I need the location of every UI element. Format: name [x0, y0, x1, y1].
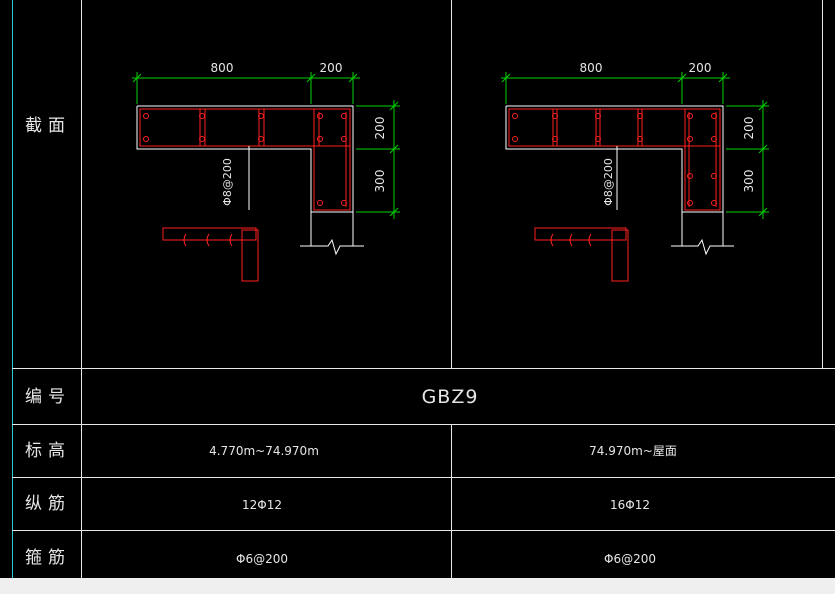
- right-rebar-15: [687, 200, 693, 206]
- right-rebar-9: [687, 113, 693, 119]
- right-rebar-8: [637, 136, 643, 142]
- row-label-longitudinal: 纵筋: [25, 494, 71, 514]
- value-cells: 4.770m~74.970m 74.970m~屋面 12Φ12 16Φ12 Φ6…: [209, 444, 677, 566]
- left-section-drawing: Φ8@200 800 200 200 300: [132, 61, 400, 282]
- right-rebar-16: [711, 200, 717, 206]
- left-rebar-10: [341, 136, 347, 142]
- left-rebar-5: [258, 113, 264, 119]
- left-rebar-8: [341, 113, 347, 119]
- drawing-background: [0, 0, 835, 578]
- right-rebar-11: [687, 136, 693, 142]
- right-rebar-12: [711, 136, 717, 142]
- right-dimension-lines: [501, 72, 769, 219]
- right-rebar-1: [512, 113, 518, 119]
- table-grid: [12, 0, 835, 578]
- left-dim-top-1: 800: [211, 61, 234, 75]
- row-labels: 截面 编号 标高 纵筋 箍筋: [25, 116, 71, 568]
- right-column-outline: [505, 105, 724, 212]
- left-rebar-7: [317, 113, 323, 119]
- right-rebar-6: [595, 136, 601, 142]
- right-rebar-2: [512, 136, 518, 142]
- left-hook-detail: [162, 227, 259, 282]
- left-column-outline: [136, 105, 354, 212]
- right-rebar-13: [687, 173, 693, 179]
- left-dimension-lines: [132, 72, 400, 219]
- left-rebar-9: [317, 136, 323, 142]
- right-rebar-4: [552, 136, 558, 142]
- right-dim-top-1: 800: [580, 61, 603, 75]
- left-break-line: [300, 211, 364, 256]
- right-web-rebar-cage: [684, 108, 721, 211]
- left-rebar-1: [143, 113, 149, 119]
- right-rebar-14: [711, 173, 717, 179]
- row-label-id: 编号: [25, 387, 71, 407]
- row-label-elevation: 标高: [25, 441, 71, 461]
- component-id: GBZ9: [422, 386, 479, 408]
- row-label-stirrup: 箍筋: [25, 548, 71, 568]
- bottom-status-strip: [0, 578, 835, 594]
- left-rebar-6: [258, 136, 264, 142]
- left-longitudinal-value: 12Φ12: [242, 498, 282, 512]
- right-dim-right-1: 200: [742, 117, 756, 140]
- right-rebar-7: [637, 113, 643, 119]
- left-rebar-11: [317, 200, 323, 206]
- right-stirrup-value: Φ6@200: [604, 552, 656, 566]
- left-dim-right-2: 300: [373, 170, 387, 193]
- left-dim-right-1: 200: [373, 117, 387, 140]
- left-rebar-12: [341, 200, 347, 206]
- right-rebar-5: [595, 113, 601, 119]
- right-dim-top-2: 200: [689, 61, 712, 75]
- left-elevation-value: 4.770m~74.970m: [209, 444, 319, 458]
- right-longitudinal-value: 16Φ12: [610, 498, 650, 512]
- row-label-section: 截面: [25, 116, 71, 136]
- right-elevation-value: 74.970m~屋面: [589, 444, 677, 458]
- right-rebar-3: [552, 113, 558, 119]
- right-rebar-10: [711, 113, 717, 119]
- right-stirrup-note: Φ8@200: [602, 158, 615, 206]
- left-rebar-3: [199, 113, 205, 119]
- left-stirrup-value: Φ6@200: [236, 552, 288, 566]
- left-stirrup-note: Φ8@200: [221, 158, 234, 206]
- right-dim-right-2: 300: [742, 170, 756, 193]
- left-rebar-4: [199, 136, 205, 142]
- right-section-drawing: Φ8@200 800 200 200 300: [501, 61, 769, 282]
- left-dim-top-2: 200: [320, 61, 343, 75]
- cad-drawing-canvas: 截面 编号 标高 纵筋 箍筋 GBZ9 4.770m~74.970m 74.97…: [0, 0, 835, 578]
- right-hook-detail: [534, 227, 629, 282]
- left-rebar-2: [143, 136, 149, 142]
- left-web-rebar-cage: [313, 108, 351, 211]
- right-break-line: [671, 211, 734, 256]
